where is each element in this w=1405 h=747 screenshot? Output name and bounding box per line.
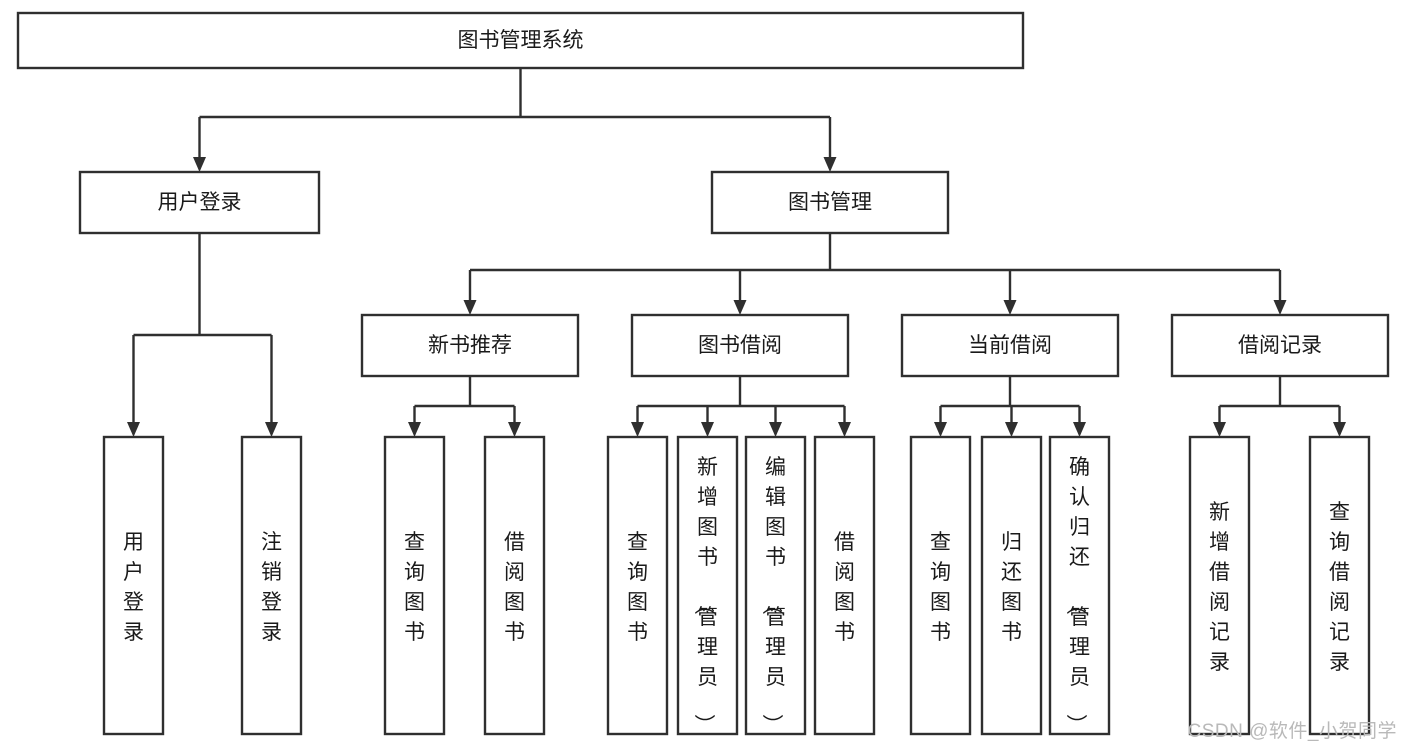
node-label-user-login: 用户登录 (158, 191, 242, 214)
node-box-book-borrow[interactable] (630, 313, 850, 378)
node-label-leaf-confirm-return: 确认归还（管理员） (1064, 456, 1090, 735)
node-label-leaf-query-record: 查询借阅记录 (1329, 501, 1350, 674)
node-leaf-user-login[interactable]: 用户登录 (102, 435, 165, 736)
node-label-leaf-logout: 注销登录 (261, 531, 282, 644)
node-label-borrow-record: 借阅记录 (1238, 334, 1322, 357)
node-label-leaf-user-login: 用户登录 (123, 531, 144, 644)
node-label-current-borrow: 当前借阅 (968, 334, 1052, 357)
nodes-layer: 图书管理系统用户登录图书管理新书推荐图书借阅当前借阅借阅记录用户登录注销登录查询… (16, 11, 1390, 736)
arrow-icon-leaf-return-book (1005, 422, 1018, 437)
node-label-leaf-query-book: 查询图书 (627, 531, 648, 644)
arrow-icon-leaf-edit-book (769, 422, 782, 437)
node-box-leaf-add-record[interactable] (1188, 435, 1251, 736)
node-leaf-add-book[interactable]: 新增图书（管理员） (676, 435, 739, 736)
node-box-leaf-query-book-rec[interactable] (383, 435, 446, 736)
node-label-leaf-borrow-book: 借阅图书 (834, 531, 855, 644)
arrow-icon-leaf-borrow-book (838, 422, 851, 437)
arrow-icon-leaf-user-login (127, 422, 140, 437)
node-box-leaf-query-record[interactable] (1308, 435, 1371, 736)
node-box-leaf-add-book[interactable] (676, 435, 739, 736)
node-leaf-query-book[interactable]: 查询图书 (606, 435, 669, 736)
node-label-new-book-rec: 新书推荐 (428, 334, 512, 357)
node-book-manage[interactable]: 图书管理 (710, 170, 950, 235)
arrow-icon-leaf-add-record (1213, 422, 1226, 437)
node-label-leaf-add-book: 新增图书（管理员） (692, 456, 718, 735)
arrow-icon-borrow-record (1273, 300, 1287, 315)
node-box-book-manage[interactable] (710, 170, 950, 235)
node-borrow-record[interactable]: 借阅记录 (1170, 313, 1390, 378)
node-leaf-query-record[interactable]: 查询借阅记录 (1308, 435, 1371, 736)
node-label-leaf-borrow-book-rec: 借阅图书 (504, 531, 525, 644)
node-box-leaf-logout[interactable] (240, 435, 303, 736)
node-label-leaf-add-record: 新增借阅记录 (1209, 501, 1230, 674)
node-box-leaf-user-login[interactable] (102, 435, 165, 736)
node-book-borrow[interactable]: 图书借阅 (630, 313, 850, 378)
node-box-leaf-return-book[interactable] (980, 435, 1043, 736)
arrow-icon-leaf-query-book (631, 422, 644, 437)
node-box-leaf-borrow-book-rec[interactable] (483, 435, 546, 736)
node-new-book-rec[interactable]: 新书推荐 (360, 313, 580, 378)
arrow-icon-current-borrow (1003, 300, 1017, 315)
arrow-icon-leaf-borrow-book-rec (508, 422, 521, 437)
node-label-book-borrow: 图书借阅 (698, 334, 782, 357)
node-root[interactable]: 图书管理系统 (16, 11, 1025, 70)
arrow-icon-leaf-confirm-return (1073, 422, 1086, 437)
node-box-leaf-borrow-book[interactable] (813, 435, 876, 736)
node-box-leaf-confirm-return[interactable] (1048, 435, 1111, 736)
arrow-icon-user-login (193, 157, 206, 172)
node-box-user-login[interactable] (78, 170, 321, 235)
arrow-icon-new-book-rec (463, 300, 477, 315)
node-box-root[interactable] (16, 11, 1025, 70)
node-label-leaf-edit-book: 编辑图书（管理员） (760, 456, 786, 735)
node-leaf-query-book-cur[interactable]: 查询图书 (909, 435, 972, 736)
arrow-icon-leaf-query-book-cur (934, 422, 947, 437)
node-box-leaf-query-book[interactable] (606, 435, 669, 736)
arrow-icon-leaf-add-book (701, 422, 714, 437)
node-leaf-borrow-book[interactable]: 借阅图书 (813, 435, 876, 736)
node-leaf-return-book[interactable]: 归还图书 (980, 435, 1043, 736)
node-box-leaf-query-book-cur[interactable] (909, 435, 972, 736)
node-leaf-confirm-return[interactable]: 确认归还（管理员） (1048, 435, 1111, 736)
arrow-icon-book-manage (823, 157, 837, 172)
node-box-borrow-record[interactable] (1170, 313, 1390, 378)
arrow-icon-book-borrow (733, 300, 747, 315)
node-label-root: 图书管理系统 (458, 29, 584, 52)
node-leaf-add-record[interactable]: 新增借阅记录 (1188, 435, 1251, 736)
node-user-login[interactable]: 用户登录 (78, 170, 321, 235)
node-label-book-manage: 图书管理 (788, 191, 872, 214)
arrow-icon-leaf-query-record (1333, 422, 1346, 437)
node-leaf-edit-book[interactable]: 编辑图书（管理员） (744, 435, 807, 736)
connectors-layer (127, 68, 1346, 437)
node-current-borrow[interactable]: 当前借阅 (900, 313, 1120, 378)
node-leaf-query-book-rec[interactable]: 查询图书 (383, 435, 446, 736)
node-leaf-logout[interactable]: 注销登录 (240, 435, 303, 736)
node-label-leaf-query-book-rec: 查询图书 (404, 531, 425, 644)
node-leaf-borrow-book-rec[interactable]: 借阅图书 (483, 435, 546, 736)
node-box-new-book-rec[interactable] (360, 313, 580, 378)
node-label-leaf-query-book-cur: 查询图书 (930, 531, 951, 644)
arrow-icon-leaf-query-book-rec (408, 422, 421, 437)
node-box-leaf-edit-book[interactable] (744, 435, 807, 736)
arrow-icon-leaf-logout (265, 422, 278, 437)
node-box-current-borrow[interactable] (900, 313, 1120, 378)
node-label-leaf-return-book: 归还图书 (1001, 531, 1022, 644)
